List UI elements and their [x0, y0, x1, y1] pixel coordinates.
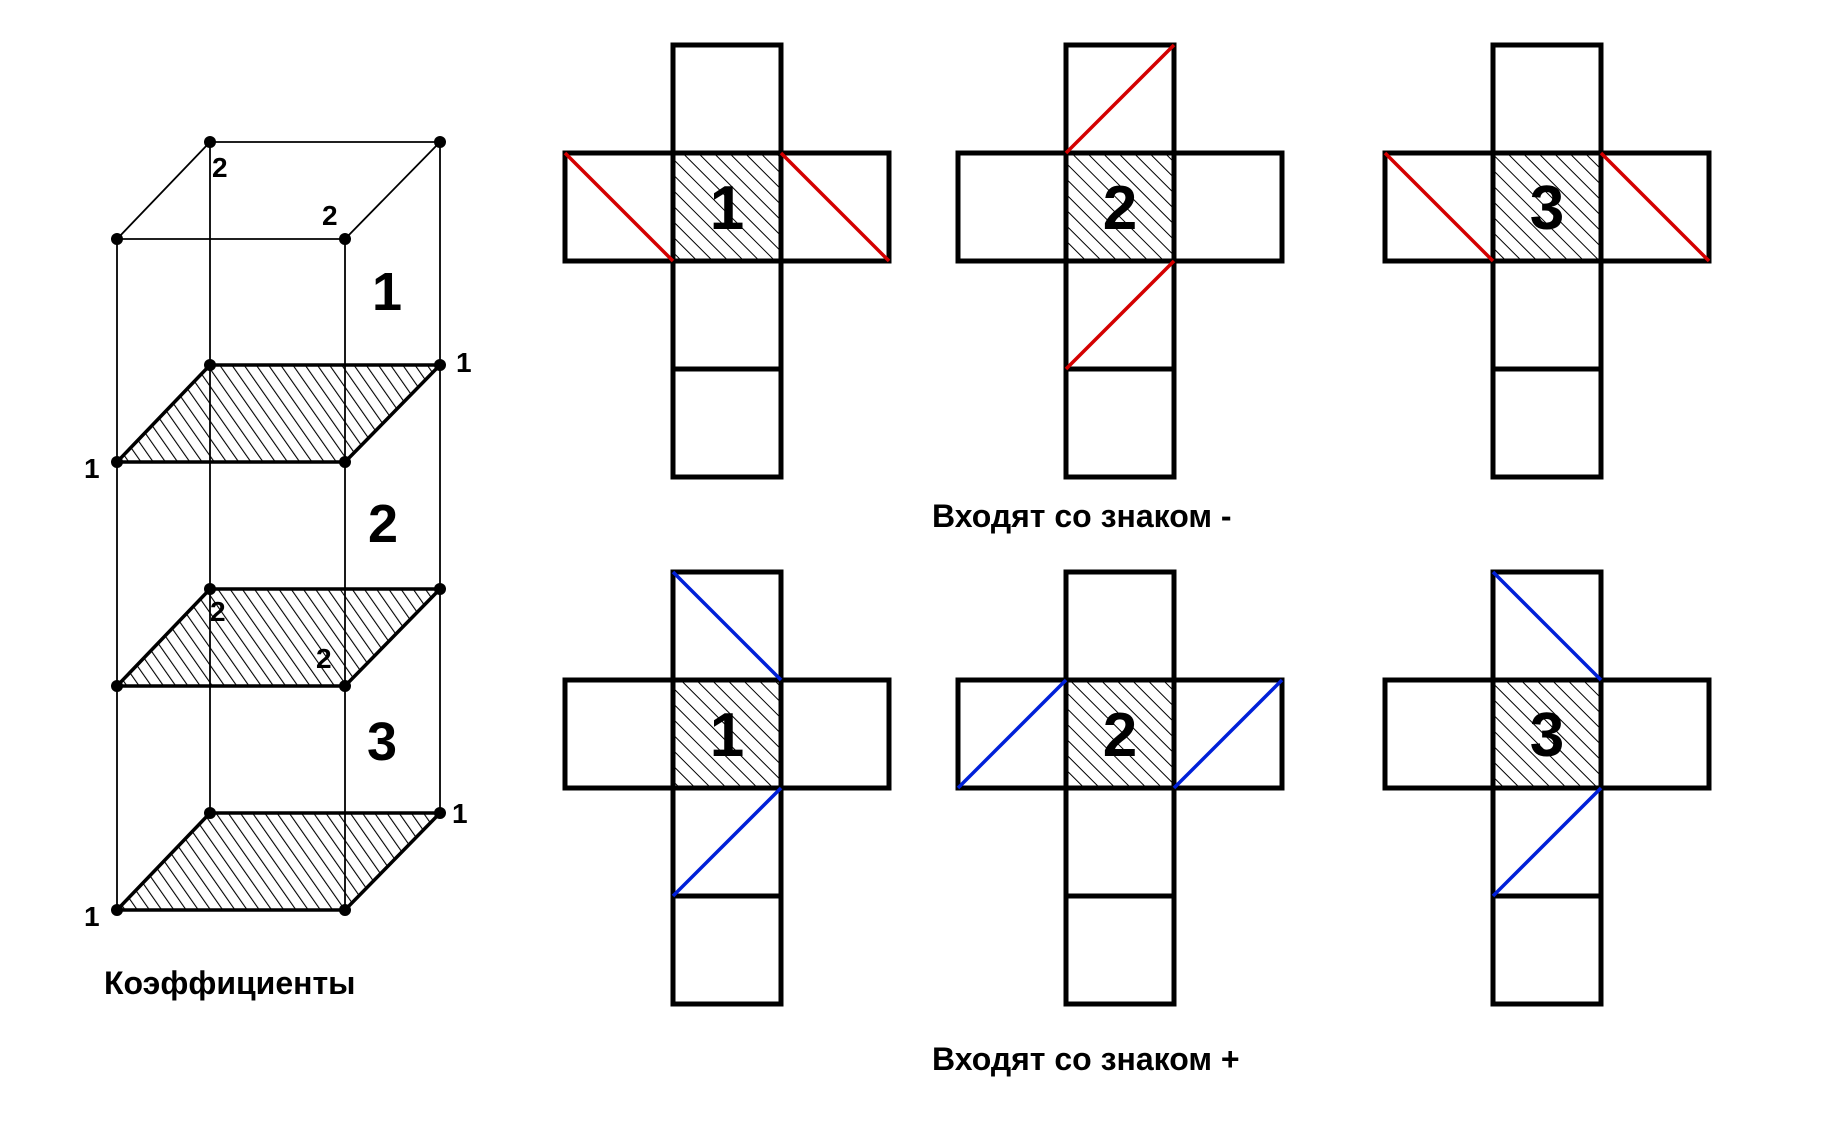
cross-cell-center [1063, 677, 1177, 791]
cross-cell-bottom [1063, 366, 1177, 480]
cross-minus-3: 3 [1382, 42, 1712, 480]
cross-cell-bottom [1063, 893, 1177, 1007]
cross-cell-bottom [670, 366, 784, 480]
cross-number: 3 [1530, 701, 1564, 770]
vertex-dots [111, 136, 446, 916]
cross-cell-right [1171, 150, 1285, 264]
cross-cell-left [562, 677, 676, 791]
layer-label-2: 2 [368, 494, 398, 554]
cross-plus-3: 3 [1382, 569, 1712, 1007]
diagonal-line [1491, 570, 1603, 682]
cross-cell-right [778, 677, 892, 791]
cross-cell-center [670, 677, 784, 791]
diagonal-line [671, 786, 783, 898]
diagonal-line [1172, 678, 1284, 790]
diagonal-line [671, 570, 783, 682]
plane-lower [112, 811, 445, 912]
cross-cell-bottom [670, 893, 784, 1007]
cross-cell-below [670, 258, 784, 372]
cross-minus-2: 2 [955, 42, 1285, 480]
corner-label-upper-right: 1 [456, 347, 472, 378]
left-caption: Коэффициенты [104, 965, 355, 1001]
corner-label-top-front: 2 [322, 200, 338, 231]
cross-cell-top [1063, 569, 1177, 683]
corner-label-lower-right: 1 [452, 798, 468, 829]
corner-label-lower-left: 1 [84, 901, 100, 932]
diagonal-line [1491, 786, 1603, 898]
cross-cell-center [670, 150, 784, 264]
cross-number: 1 [710, 701, 744, 770]
layer-label-3: 3 [367, 712, 397, 772]
layered-column: 2 2 1 1 2 2 1 1 1 2 3 Коэффициенты [84, 136, 472, 1001]
cross-cell-top [1490, 42, 1604, 156]
diagonal-line [1064, 43, 1176, 155]
cross-cell-below [1063, 785, 1177, 899]
cross-number: 3 [1530, 174, 1564, 243]
cross-cell-bottom [1490, 893, 1604, 1007]
caption-minus: Входят со знаком - [932, 498, 1232, 534]
diagonal-line [563, 151, 675, 263]
cross-plus-2: 2 [955, 569, 1285, 1007]
cross-cell-center [1490, 677, 1604, 791]
plane-upper [112, 363, 445, 464]
cross-number: 2 [1103, 701, 1137, 770]
corner-label-middle-back: 2 [210, 596, 226, 627]
diagonal-line [1064, 259, 1176, 371]
corner-label-upper-left: 1 [84, 453, 100, 484]
caption-plus: Входят со знаком + [932, 1041, 1240, 1077]
cross-grid: 1 2 3 1 2 3 [562, 42, 1712, 1007]
corner-label-middle-front: 2 [316, 643, 332, 674]
cross-cell-center [1490, 150, 1604, 264]
corner-label-top-back: 2 [212, 152, 228, 183]
cross-cell-left [1382, 677, 1496, 791]
cross-plus-1: 1 [562, 569, 892, 1007]
diagonal-line [1383, 151, 1495, 263]
cross-cell-below [1490, 258, 1604, 372]
cross-number: 1 [710, 174, 744, 243]
plane-middle [112, 587, 445, 688]
cross-number: 2 [1103, 174, 1137, 243]
diagonal-line [1599, 151, 1711, 263]
diagonal-line [779, 151, 891, 263]
top-wireframe [116, 141, 441, 910]
cross-cell-center [1063, 150, 1177, 264]
cross-minus-1: 1 [562, 42, 892, 480]
cross-cell-top [670, 42, 784, 156]
diagonal-line [956, 678, 1068, 790]
cross-cell-left [955, 150, 1069, 264]
cross-cell-bottom [1490, 366, 1604, 480]
cross-cell-right [1598, 677, 1712, 791]
layer-label-1: 1 [372, 262, 402, 322]
